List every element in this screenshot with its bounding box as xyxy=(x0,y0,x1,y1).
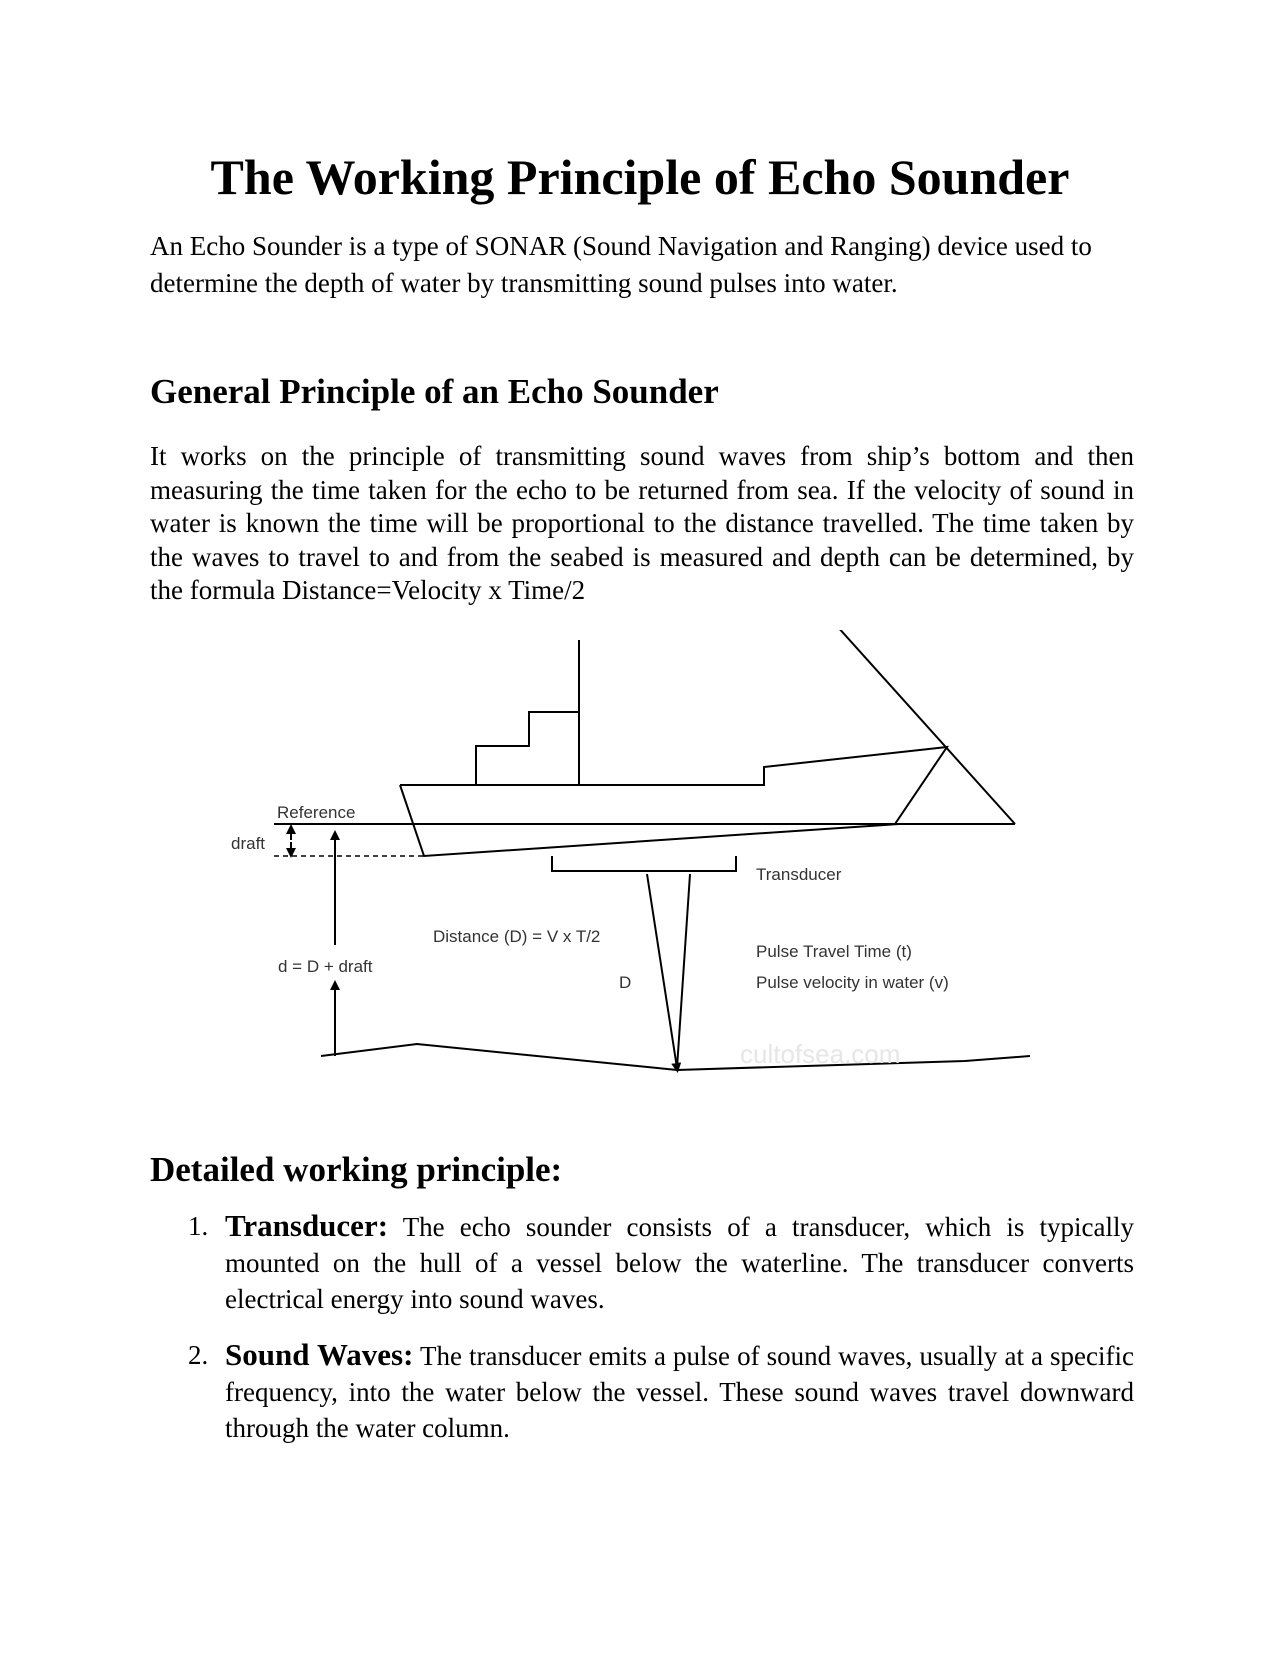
label-transducer: Transducer xyxy=(756,865,842,884)
list-item-number: 2. xyxy=(188,1340,209,1370)
pulse-outgoing xyxy=(646,873,682,1073)
watermark: cultofsea.com xyxy=(740,1039,900,1069)
list-item-term: Transducer: xyxy=(225,1208,389,1243)
label-reference: Reference xyxy=(277,803,355,822)
list-item-number: 1. xyxy=(188,1211,209,1241)
reference-line xyxy=(839,630,1016,825)
page-title: The Working Principle of Echo Sounder xyxy=(210,149,1070,205)
label-pulse-time: Pulse Travel Time (t) xyxy=(756,942,912,961)
ship-hull xyxy=(399,745,950,858)
label-draft: draft xyxy=(231,834,265,853)
list-item: 1. Transducer: The echo sounder consists… xyxy=(150,1208,1134,1317)
section-heading-general: General Principle of an Echo Sounder xyxy=(150,372,719,411)
list-item: 2. Sound Waves: The transducer emits a p… xyxy=(150,1337,1134,1446)
echo-sounder-diagram: Reference draft Transducer Distance (D) … xyxy=(231,630,1031,1073)
detailed-steps-list: 1. Transducer: The echo sounder consists… xyxy=(150,1208,1134,1466)
intro-paragraph: An Echo Sounder is a type of SONAR (Soun… xyxy=(150,231,1092,298)
section-heading-detailed: Detailed working principle: xyxy=(150,1150,563,1189)
label-depth-formula: d = D + draft xyxy=(278,957,373,976)
label-distance-formula: Distance (D) = V x T/2 xyxy=(433,927,600,946)
list-item-term: Sound Waves: xyxy=(225,1337,414,1372)
pulse-return xyxy=(676,873,691,1069)
transducer-shape xyxy=(551,856,737,872)
list-item-text: The transducer emits a pulse of sound wa… xyxy=(225,1341,1134,1443)
general-principle-paragraph: It works on the principle of transmittin… xyxy=(150,441,1134,605)
label-pulse-velocity: Pulse velocity in water (v) xyxy=(756,973,949,992)
list-item-text: The echo sounder consists of a transduce… xyxy=(225,1212,1134,1314)
ship-superstructure xyxy=(475,711,579,785)
label-d: D xyxy=(619,973,631,992)
